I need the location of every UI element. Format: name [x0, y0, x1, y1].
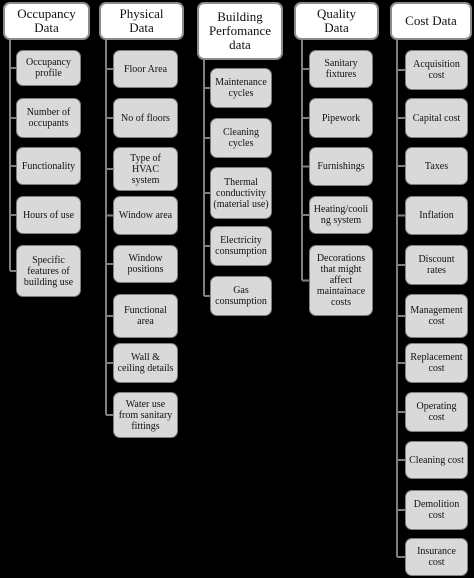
item-quality: Heating/cooli ng system — [309, 196, 373, 234]
item-occupancy: Number of occupants — [16, 98, 81, 138]
item-physical: Type of HVAC system — [113, 147, 178, 191]
item-occupancy: Specific features of building use — [16, 245, 81, 297]
item-cost: Taxes — [405, 147, 468, 185]
item-performance: Thermal conductivity (material use) — [210, 167, 272, 219]
item-physical: No of floors — [113, 98, 178, 138]
item-cost: Demolition cost — [405, 490, 468, 530]
header-quality: Quality Data — [294, 2, 379, 40]
item-cost: Discount rates — [405, 245, 468, 285]
item-physical: Floor Area — [113, 50, 178, 88]
item-cost: Replacement cost — [405, 343, 468, 383]
item-performance: Gas consumption — [210, 276, 272, 316]
header-performance: Building Perfomance data — [197, 2, 283, 60]
item-quality: Sanitary fixtures — [309, 50, 373, 88]
header-physical: Physical Data — [99, 2, 184, 40]
header-occupancy: Occupancy Data — [3, 2, 90, 40]
header-cost: Cost Data — [390, 2, 472, 40]
item-cost: Acquisition cost — [405, 50, 468, 90]
item-cost: Management cost — [405, 294, 468, 338]
item-quality: Pipework — [309, 98, 373, 138]
item-cost: Inflation — [405, 196, 468, 235]
item-cost: Insurance cost — [405, 538, 468, 576]
item-occupancy: Hours of use — [16, 196, 81, 234]
item-performance: Cleaning cycles — [210, 118, 272, 158]
item-quality: Decorations that might affect maintainac… — [309, 245, 373, 316]
item-performance: Maintenance cycles — [210, 68, 272, 108]
item-performance: Electricity consumption — [210, 226, 272, 266]
item-physical: Wall & ceiling details — [113, 343, 178, 383]
item-occupancy: Occupancy profile — [16, 50, 81, 86]
item-occupancy: Functionality — [16, 147, 81, 185]
item-cost: Operating cost — [405, 392, 468, 432]
item-quality: Furnishings — [309, 147, 373, 186]
item-physical: Functional area — [113, 294, 178, 338]
item-physical: Water use from sanitary fittings — [113, 392, 178, 438]
item-physical: Window area — [113, 196, 178, 235]
item-cost: Capital cost — [405, 98, 468, 138]
item-physical: Window positions — [113, 245, 178, 283]
item-cost: Cleaning cost — [405, 441, 468, 479]
